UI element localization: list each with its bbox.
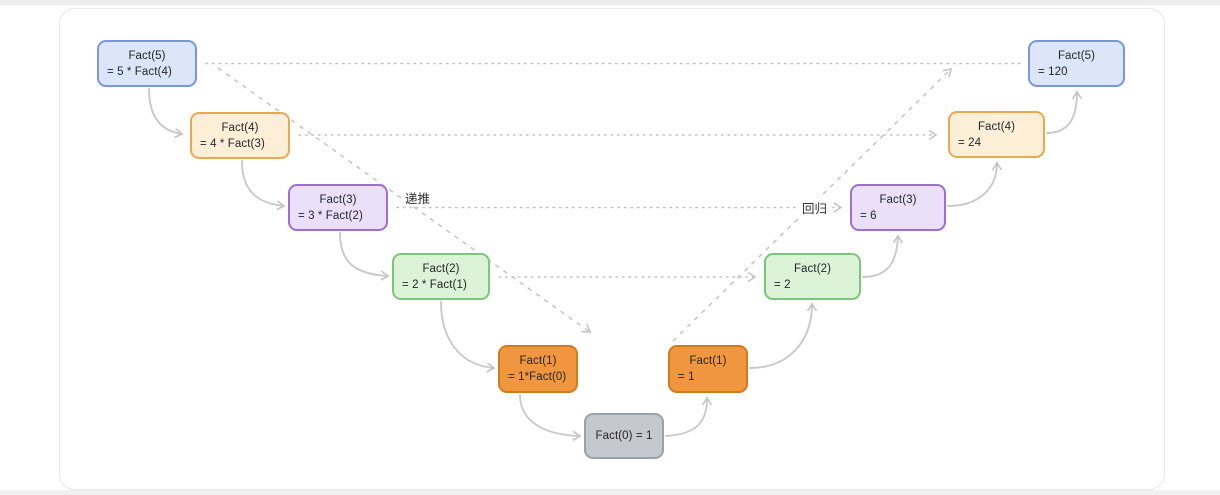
node-call-fact3: Fact(3) = 3 * Fact(2) (288, 184, 388, 231)
node-call-fact4: Fact(4) = 4 * Fact(3) (190, 112, 290, 159)
node-base-case: Fact(0) = 1 (584, 413, 664, 459)
node-value: = 120 (1038, 66, 1068, 78)
ascend-arrows (665, 90, 1083, 437)
node-expression: = 5 * Fact(4) (107, 66, 172, 78)
node-title: Fact(0) = 1 (595, 430, 653, 442)
node-call-fact2: Fact(2) = 2 * Fact(1) (392, 253, 490, 300)
arrow-call-2-to-1 (440, 301, 496, 373)
descend-arrows (148, 88, 582, 441)
node-title: Fact(2) (793, 263, 832, 275)
top-letterbox-strip (0, 0, 1220, 5)
arrow-call-3-to-2 (339, 232, 390, 281)
node-title: Fact(4) (221, 122, 259, 134)
node-return-fact1: Fact(1) = 1 (668, 345, 748, 393)
node-return-fact2: Fact(2) = 2 (764, 253, 861, 300)
node-expression: = 3 * Fact(2) (298, 210, 363, 222)
node-expression: = 2 * Fact(1) (402, 279, 467, 291)
arrow-return-1-to-2 (749, 302, 818, 369)
node-call-fact5: Fact(5) = 5 * Fact(4) (97, 40, 197, 87)
node-expression: = 1*Fact(0) (508, 371, 567, 383)
label-recursion-phase: 递推 (405, 192, 431, 206)
node-title: Fact(3) (879, 194, 917, 206)
node-title: Fact(5) (1057, 50, 1096, 62)
node-value: = 24 (958, 137, 982, 149)
node-return-fact3: Fact(3) = 6 (850, 184, 946, 231)
bottom-letterbox-strip (0, 490, 1220, 495)
arrow-return-3-to-4 (947, 161, 1003, 207)
node-return-fact5: Fact(5) = 120 (1028, 40, 1125, 87)
node-title: Fact(1) (519, 355, 557, 367)
node-return-fact4: Fact(4) = 24 (948, 111, 1045, 158)
node-value: = 6 (860, 210, 877, 222)
node-title: Fact(4) (977, 121, 1016, 133)
node-value: = 2 (774, 279, 791, 291)
diagram-card (59, 8, 1165, 490)
level-dotted-lines (205, 62, 1025, 283)
node-expression: = 4 * Fact(3) (200, 138, 265, 150)
phase-diagonal-descend (217, 67, 592, 333)
arrow-return-2-to-3 (862, 234, 903, 278)
label-return-phase: 回归 (799, 198, 831, 217)
arrow-base-to-return-1 (665, 396, 713, 437)
arrow-call-1-to-base (519, 394, 582, 441)
arrow-return-4-to-5 (1046, 90, 1083, 134)
node-call-fact1: Fact(1) = 1*Fact(0) (498, 345, 578, 393)
arrow-call-5-to-4 (148, 88, 184, 139)
arrow-call-4-to-3 (241, 160, 286, 211)
node-title: Fact(3) (319, 194, 357, 206)
node-title: Fact(5) (128, 50, 166, 62)
node-title: Fact(2) (422, 263, 460, 275)
node-title: Fact(1) (689, 355, 727, 367)
node-value: = 1 (678, 371, 695, 383)
